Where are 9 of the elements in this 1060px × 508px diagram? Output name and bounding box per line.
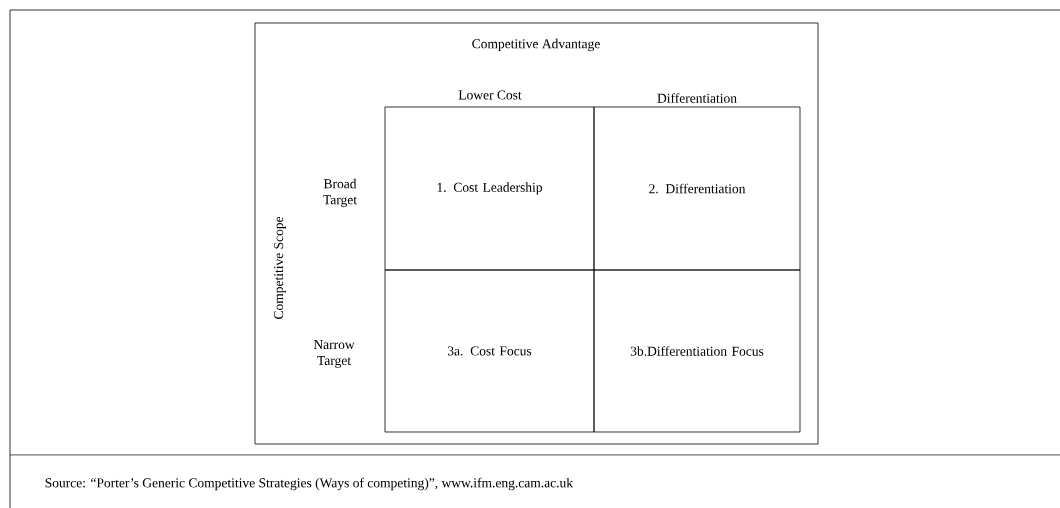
matrix-cell: 3b.Differentiation Focus (593, 269, 801, 433)
axis-title: Competitive Scope (274, 216, 286, 319)
matrix-cell: 2. Differentiation (593, 106, 801, 271)
axis-title: Competitive Advantage (472, 38, 600, 52)
row-header: Narrow Target (313, 340, 355, 368)
row-header: Broad Target (323, 178, 357, 208)
matrix-cell: 3a. Cost Focus (384, 269, 595, 433)
source-caption: Source: “Porter’s Generic Competitive Strategies (Ways of competing)”, www.ifm.eng.cam.ac.uk (45, 477, 574, 491)
matrix-cell: 1. Cost Leadership (384, 106, 595, 271)
